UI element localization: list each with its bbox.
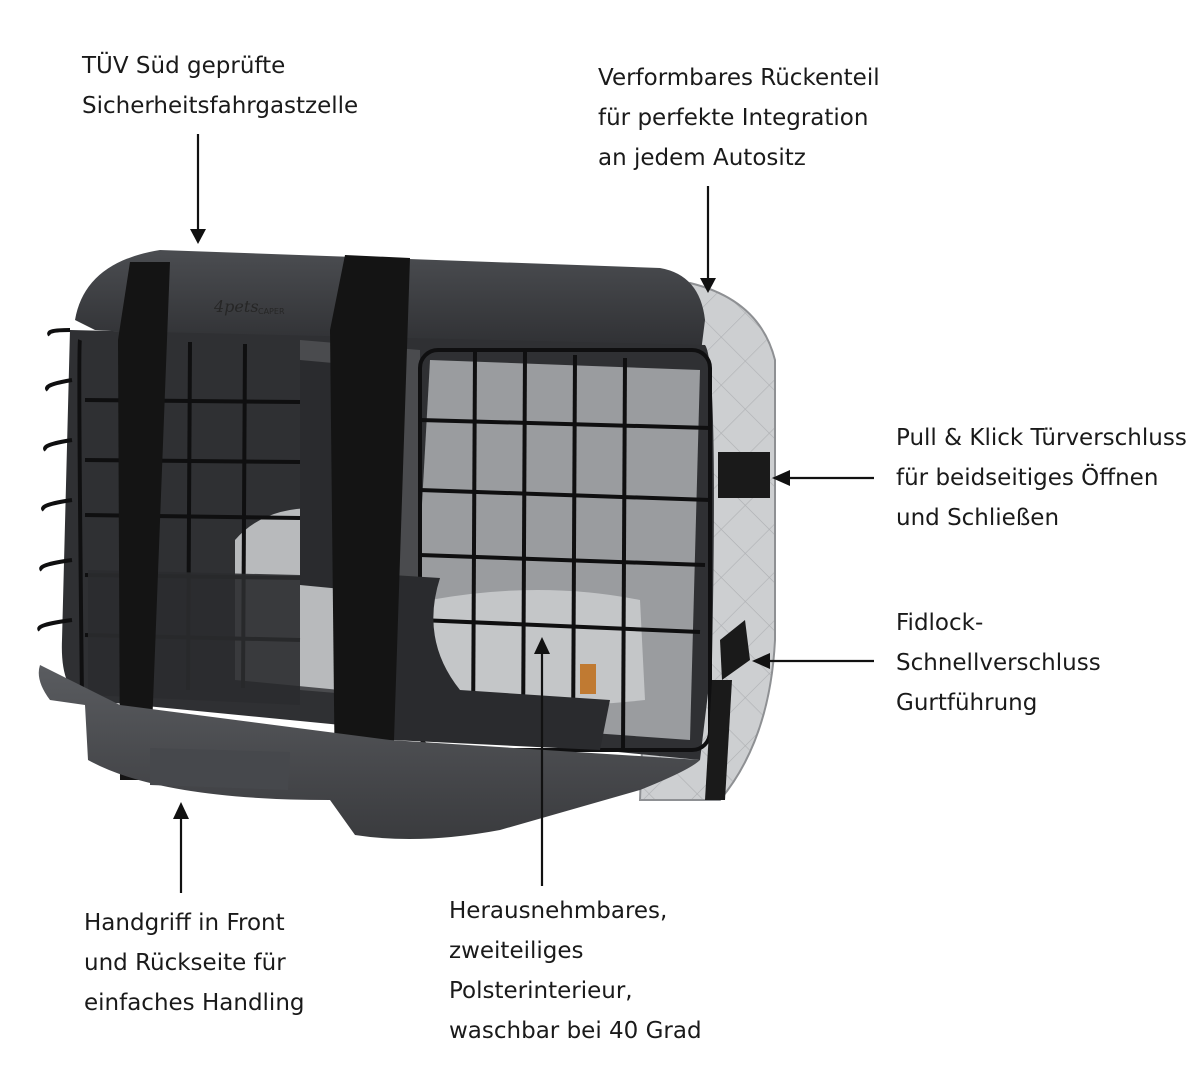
caption-line: Handgriff in Front <box>84 910 285 936</box>
caption-safety-cell: TÜV Süd geprüfte Sicherheitsfahrgastzell… <box>82 46 358 126</box>
caption-line: Fidlock- <box>896 610 984 636</box>
straps <box>118 255 410 800</box>
caption-line: zweiteiliges <box>449 938 584 964</box>
caption-line: für beidseitiges Öffnen <box>896 465 1159 491</box>
caption-cushion: Herausnehmbares, zweiteiliges Polsterint… <box>449 891 702 1051</box>
caption-line: Sicherheitsfahrgastzelle <box>82 93 359 119</box>
side-lower-panel <box>392 575 610 750</box>
caption-belt-guide: Fidlock- Schnellverschluss Gurtführung <box>896 603 1101 723</box>
caption-handle: Handgriff in Front und Rückseite für ein… <box>84 903 305 1023</box>
caption-line: Verformbares Rückenteil <box>598 65 880 91</box>
caption-line: Polsterinterieur, <box>449 978 633 1004</box>
side-grille <box>418 348 712 752</box>
caption-line: Gurtführung <box>896 690 1038 716</box>
fidlock-buckle <box>720 620 750 680</box>
caption-line: und Rückseite für <box>84 950 286 976</box>
annotation-arrows <box>173 134 874 893</box>
front-handle-recess <box>150 748 290 790</box>
brand-logo: 4pets <box>213 297 259 316</box>
door-lock-strap <box>718 452 770 498</box>
caption-line: Schnellverschluss <box>896 650 1101 676</box>
belt-guide-strap <box>705 680 732 800</box>
caption-line: TÜV Süd geprüfte <box>82 53 286 79</box>
caption-line: waschbar bei 40 Grad <box>449 1018 702 1044</box>
caption-line: einfaches Handling <box>84 990 305 1016</box>
caption-line: und Schließen <box>896 505 1060 531</box>
side-loops <box>37 328 73 632</box>
caption-door-lock: Pull & Klick Türverschluss für beidseiti… <box>896 418 1187 538</box>
cushion-label <box>580 664 596 694</box>
caption-line: Herausnehmbares, <box>449 898 668 924</box>
base <box>38 665 700 839</box>
caption-line: für perfekte Integration <box>598 105 869 131</box>
brand-logo-suffix: CAPER <box>258 307 285 316</box>
caption-line: an jedem Autositz <box>598 145 806 171</box>
caption-back-panel: Verformbares Rückenteil für perfekte Int… <box>598 58 880 178</box>
caption-line: Pull & Klick Türverschluss <box>896 425 1187 451</box>
